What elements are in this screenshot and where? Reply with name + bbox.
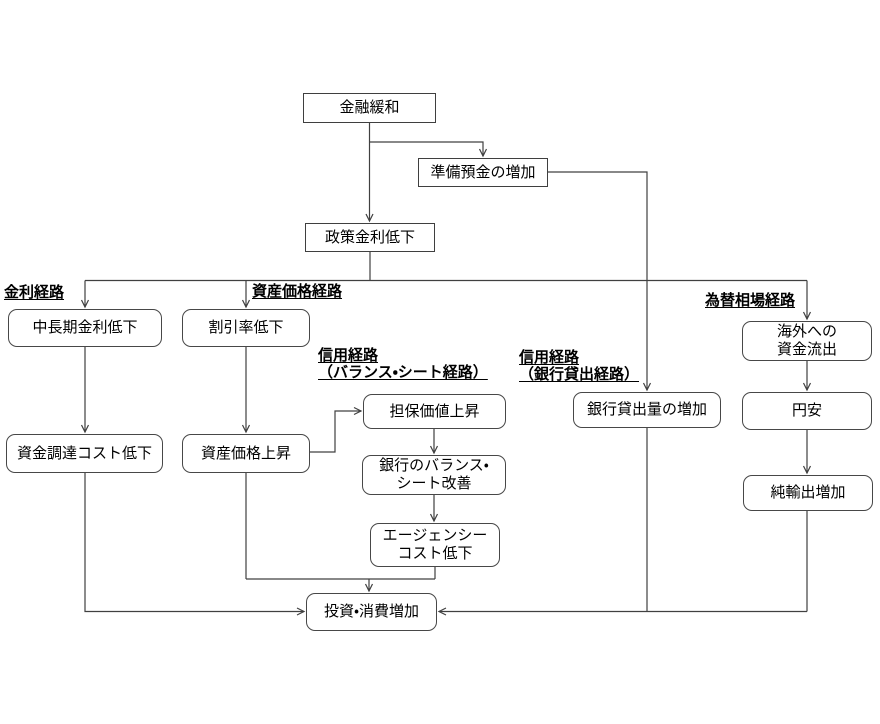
edge-funding-cost-to-investment (84, 473, 306, 616)
node-overseas-outflow: 海外への 資金流出 (742, 321, 872, 361)
node-mid-long-rate: 中長期金利低下 (8, 309, 162, 347)
channel-label-credit-bank-lending: 信用経路 （銀行貸出経路） (519, 349, 640, 383)
node-funding-cost: 資金調達コスト低下 (6, 434, 163, 473)
edge-reserve-deposits-to-bank-lending (548, 171, 652, 392)
channel-label-asset-price: 資産価格経路 (252, 283, 343, 300)
edge-asset-price-to-collateral (310, 406, 363, 453)
node-agency-cost: エージェンシー コスト低下 (370, 523, 500, 567)
node-reserve-deposits: 準備預金の増加 (418, 158, 548, 187)
node-policy-rate: 政策金利低下 (305, 223, 435, 252)
node-discount-rate: 割引率低下 (182, 309, 310, 347)
node-net-exports: 純輸出増加 (743, 475, 873, 511)
node-investment-consumption: 投資・消費増加 (306, 593, 437, 631)
edge-easing-to-reserve-deposits (369, 141, 488, 158)
node-monetary-easing: 金融緩和 (303, 93, 436, 123)
node-yen-depreciation: 円安 (742, 392, 872, 430)
channel-label-credit-balance-sheet: 信用経路 （バランス・シート経路） (318, 347, 488, 381)
node-collateral-value: 担保価値上昇 (363, 394, 506, 429)
node-bank-balance-sheet: 銀行のバランス・ シート改善 (362, 455, 506, 495)
node-asset-price: 資産価格上昇 (182, 434, 310, 473)
channel-label-exchange-rate: 為替相場経路 (705, 292, 796, 309)
channel-label-interest-rate: 金利経路 (4, 284, 65, 301)
node-bank-lending: 銀行貸出量の増加 (573, 392, 721, 428)
